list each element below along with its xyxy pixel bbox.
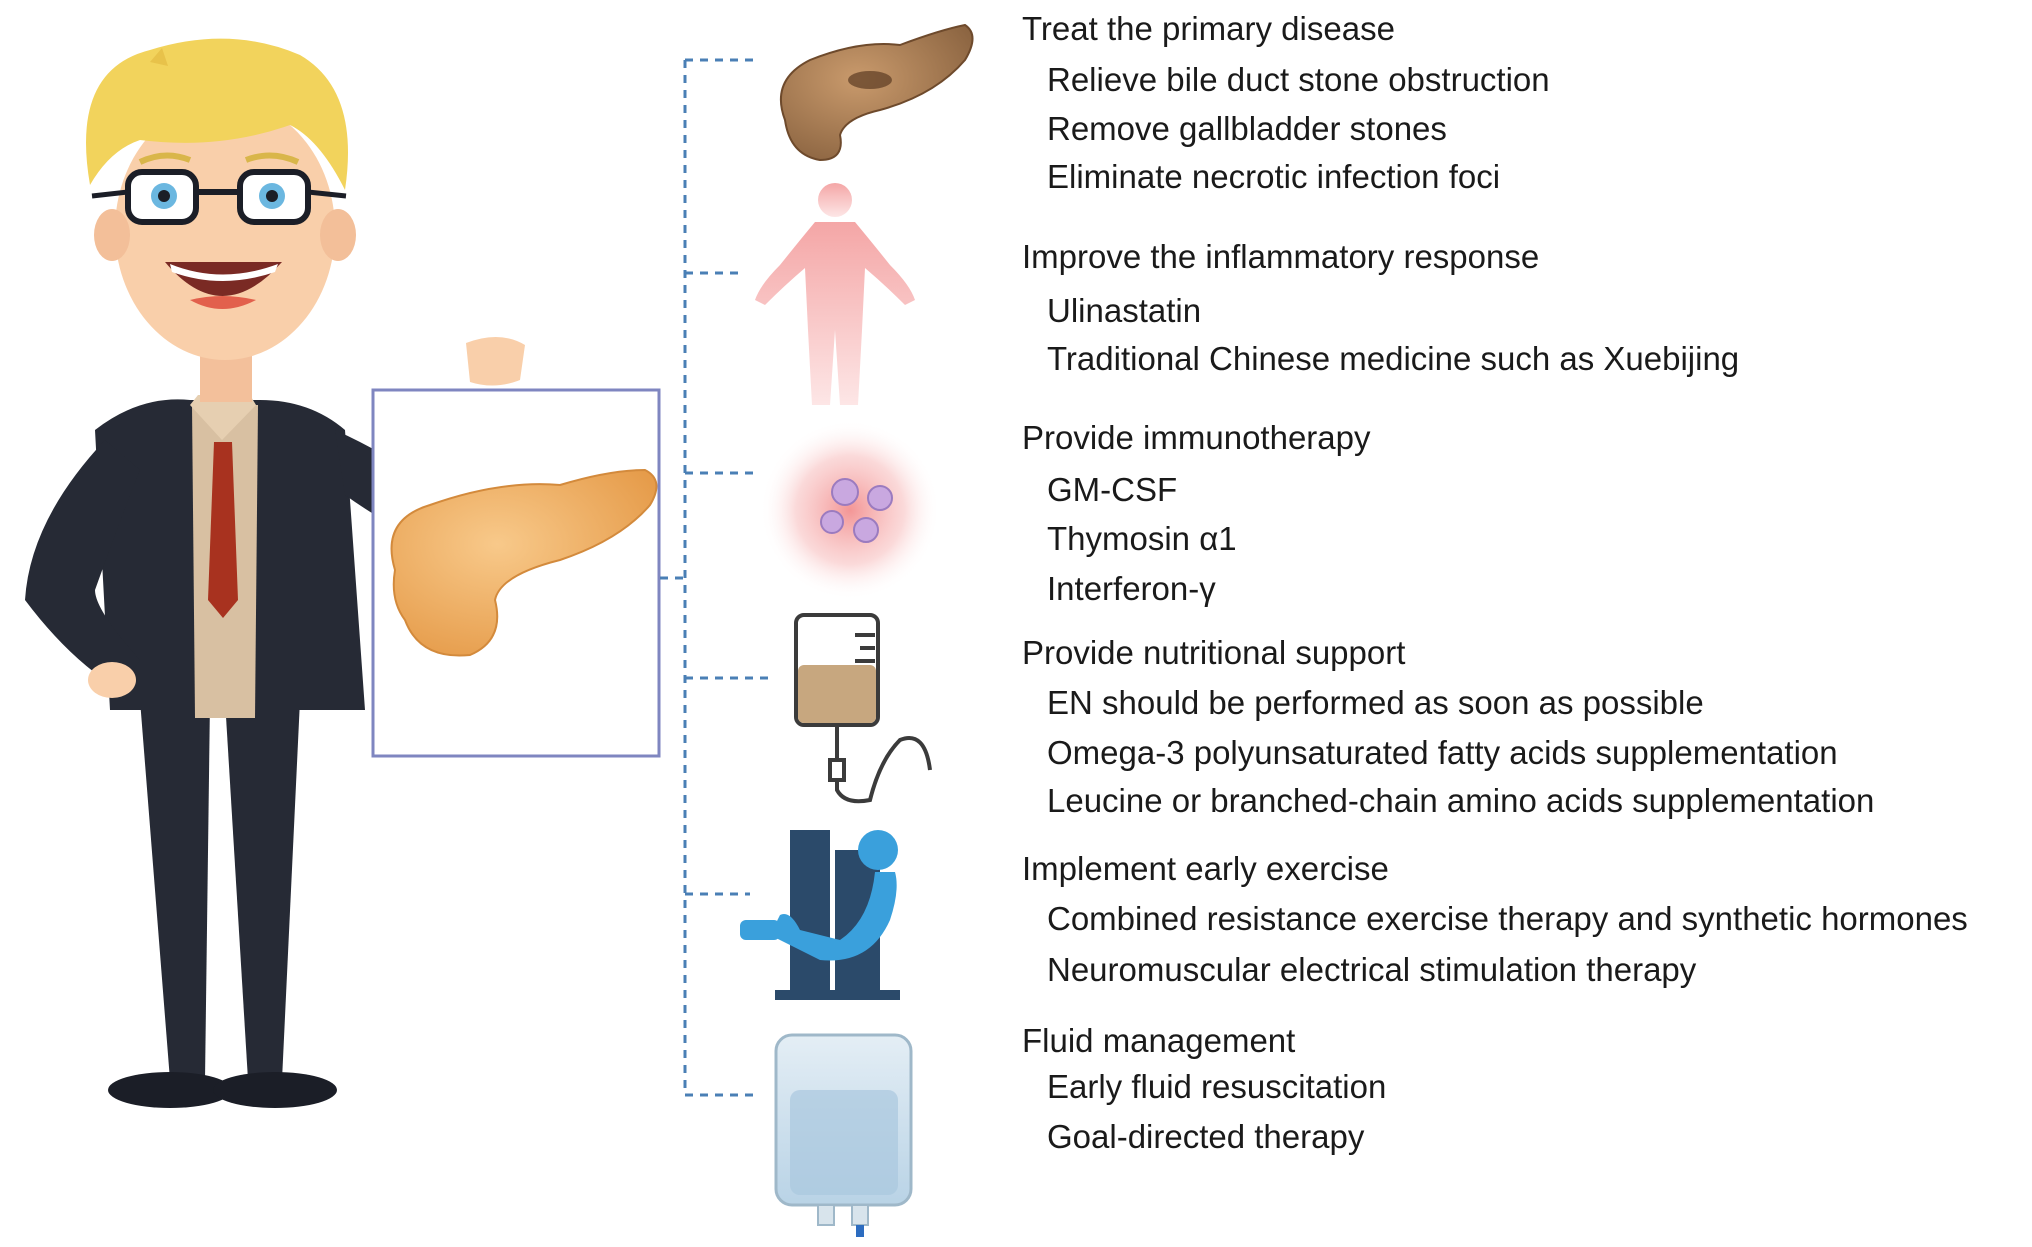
connector-bracket [660, 58, 770, 1097]
list-item: Combined resistance exercise therapy and… [1047, 900, 1968, 937]
section-title: Improve the inflammatory response [1022, 238, 1540, 275]
section-title: Fluid management [1022, 1022, 1296, 1059]
list-item: Remove gallbladder stones [1047, 110, 1447, 147]
list-item: GM-CSF [1047, 471, 1178, 508]
human-body-icon [755, 183, 915, 405]
list-item: Ulinastatin [1047, 292, 1202, 329]
nutrition-bag-icon [794, 613, 932, 804]
list-item: Traditional Chinese medicine such as Xue… [1047, 340, 1740, 377]
list-item: Early fluid resuscitation [1047, 1068, 1387, 1105]
section-title: Treat the primary disease [1022, 10, 1395, 47]
pancreas-illustration [390, 468, 658, 657]
exercise-machine-icon [740, 830, 900, 1000]
list-item: Leucine or branched-chain amino acids su… [1047, 782, 1875, 819]
list-item: Interferon-γ [1047, 570, 1216, 607]
list-item: Thymosin α1 [1047, 520, 1237, 557]
list-item: EN should be performed as soon as possib… [1047, 684, 1704, 721]
list-item: Goal-directed therapy [1047, 1118, 1365, 1155]
immune-cells-icon [760, 420, 940, 600]
iv-fluid-bag-icon [774, 1033, 913, 1237]
section-title: Provide immunotherapy [1022, 419, 1371, 456]
list-item: Omega-3 polyunsaturated fatty acids supp… [1047, 734, 1838, 771]
section-title: Provide nutritional support [1022, 634, 1406, 671]
list-item: Eliminate necrotic infection foci [1047, 158, 1501, 195]
list-item: Neuromuscular electrical stimulation the… [1047, 951, 1697, 988]
pancreas-icon [780, 23, 974, 162]
doctor-character [25, 38, 525, 1108]
section-title: Implement early exercise [1022, 850, 1389, 887]
list-item: Relieve bile duct stone obstruction [1047, 61, 1550, 98]
